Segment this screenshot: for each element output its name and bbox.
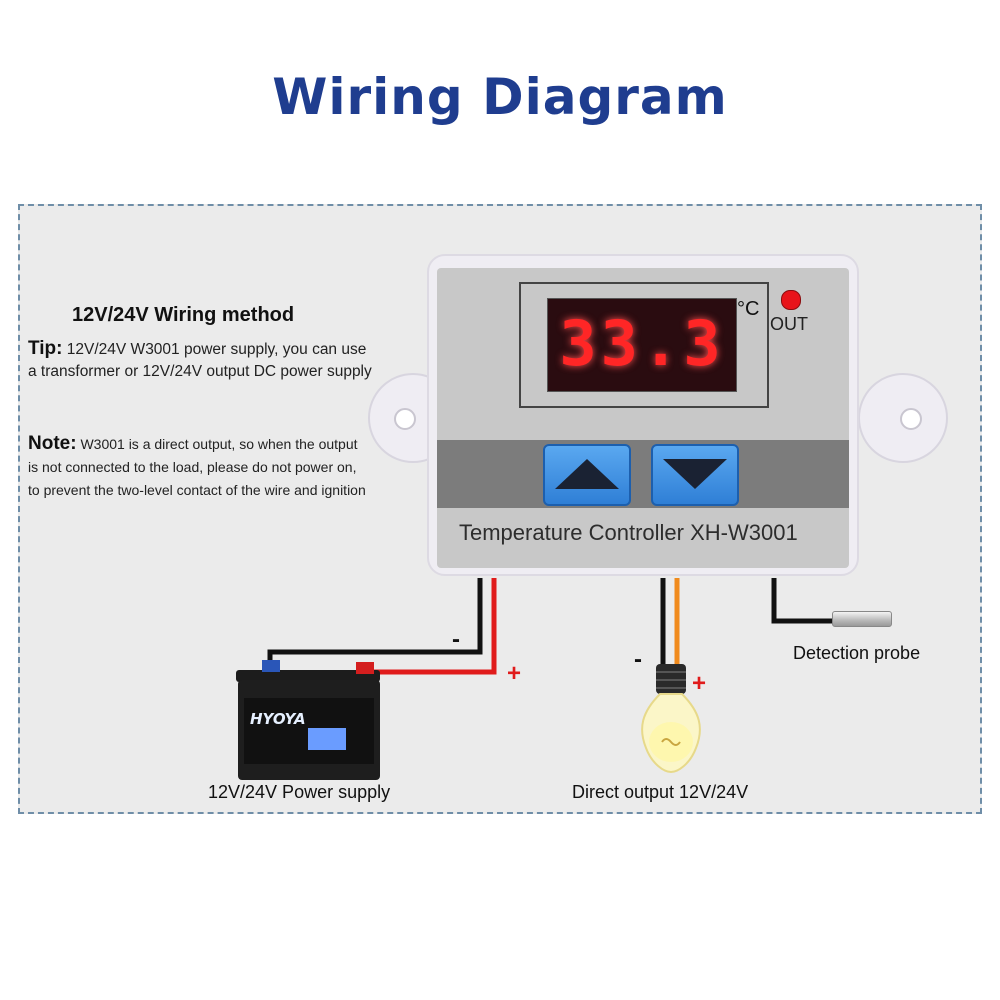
note-paragraph: Note: W3001 is a direct output, so when … [28,432,368,502]
battery-brand: HYOYA [250,710,306,728]
output-plus-sign: + [692,670,707,697]
out-label: OUT [770,314,808,334]
wiring-method-heading: 12V/24V Wiring method [72,304,295,326]
led-display: 33.3 [547,298,737,392]
detection-probe [832,611,892,627]
power-supply-label: 12V/24V Power supply [208,782,391,802]
battery: HYOYA [236,660,380,780]
negative-power-wire [267,578,483,668]
output-led [781,290,801,310]
output-minus-sign: - [634,646,642,673]
positive-power-wire [370,578,497,675]
tip-text: 12V/24V W3001 power supply, you can use … [28,341,372,380]
controller-faceplate: 33.3 °C OUT Temperature Controller XH-W3… [437,268,849,568]
page-title: Wiring Diagram [272,68,728,126]
power-plus-sign: + [507,660,522,687]
mounting-ear-right [858,373,948,463]
down-arrow-icon [663,459,727,489]
tip-paragraph: Tip: 12V/24V W3001 power supply, you can… [28,338,373,383]
tip-label: Tip: [28,338,63,359]
button-strip [437,440,849,508]
direct-output-label: Direct output 12V/24V [572,782,749,802]
power-minus-sign: - [452,626,460,653]
probe-wire [771,578,834,624]
down-button[interactable] [651,444,739,506]
mounting-hole-right [900,408,922,430]
display-digits: 33.3 [559,307,725,380]
note-label: Note: [28,433,77,454]
note-text: W3001 is a direct output, so when the ou… [28,436,366,498]
detection-probe-label: Detection probe [793,643,921,663]
light-bulb [641,664,701,774]
celsius-unit: °C [737,298,760,320]
up-arrow-icon [555,459,619,489]
up-button[interactable] [543,444,631,506]
model-label: Temperature Controller XH-W3001 [459,520,798,545]
display-frame: 33.3 [519,282,769,408]
temperature-controller: 33.3 °C OUT Temperature Controller XH-W3… [427,254,859,576]
mounting-hole-left [394,408,416,430]
